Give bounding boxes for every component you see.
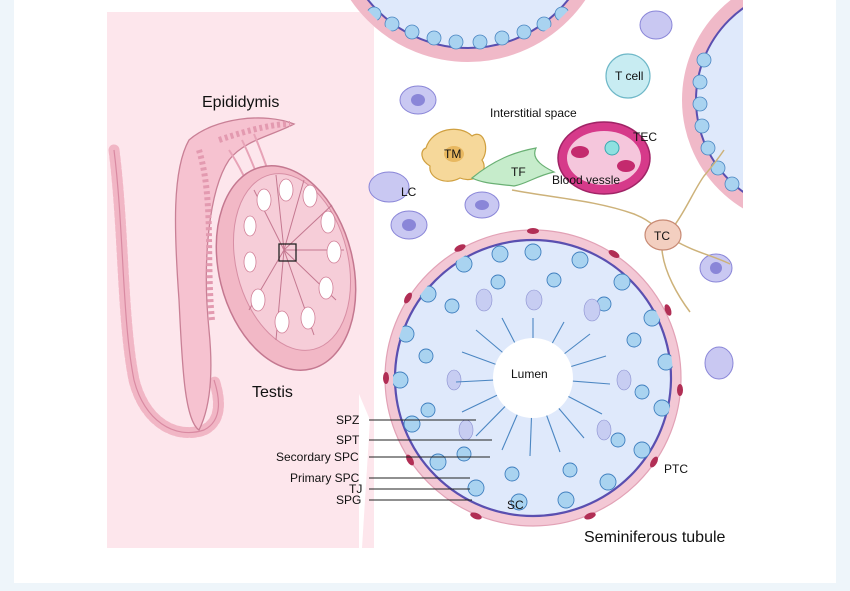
label-sc: SC (507, 498, 524, 512)
vas-deferens-outline (113, 149, 219, 434)
t-cell (605, 53, 651, 99)
label-spt: SPT (336, 433, 360, 447)
blood-vessel-leukocyte (604, 140, 620, 156)
red-blood-cell (617, 160, 635, 172)
testis-tubule-loops (243, 178, 342, 334)
lumen-area (493, 338, 573, 418)
label-lumen: Lumen (511, 367, 548, 381)
label-tf: TF (511, 165, 526, 179)
tf-cell (470, 147, 556, 187)
label-primary-spc: Primary SPC (290, 471, 360, 485)
myoid-nuclei (383, 228, 683, 520)
interstitial-cells (368, 10, 734, 380)
label-seminiferous-tubule: Seminiferous tubule (584, 529, 726, 546)
red-blood-cell (571, 146, 589, 158)
epididymis-body (174, 117, 296, 431)
label-tm: TM (444, 147, 461, 161)
label-t-cell: T cell (615, 69, 643, 83)
upper-tubule (350, 0, 586, 62)
label-testis: Testis (252, 384, 293, 401)
label-ptc: PTC (664, 462, 688, 476)
label-tc: TC (654, 229, 670, 243)
label-spg: SPG (336, 493, 361, 507)
leader-lines (369, 419, 492, 501)
label-tec: TEC (633, 130, 657, 144)
label-epididymis: Epididymis (202, 94, 279, 111)
right-tubule-germ-cells (692, 52, 740, 192)
upper-tubule-membrane (366, 0, 570, 49)
epididymis-coils (196, 149, 215, 321)
zoom-box (278, 243, 297, 262)
tc-cell (644, 219, 682, 251)
label-blood-vessel: Blood vessle (552, 173, 620, 187)
label-tj: TJ (349, 482, 362, 496)
label-lc: LC (401, 185, 417, 199)
epididymis-head-coils (218, 121, 291, 143)
testis-anatomy-diagram: Epididymis Testis Interstitial space T c… (107, 0, 836, 583)
label-interstitial-space: Interstitial space (490, 106, 577, 120)
right-mask (743, 0, 836, 583)
upper-tubule-germ-cells (366, 6, 570, 50)
figure-frame: Epididymis Testis Interstitial space T c… (14, 0, 836, 583)
label-spz: SPZ (336, 413, 359, 427)
label-secondary-spc: Secordary SPC (276, 450, 359, 464)
germ-cell-ring (393, 243, 673, 511)
tm-nucleus (444, 146, 464, 162)
